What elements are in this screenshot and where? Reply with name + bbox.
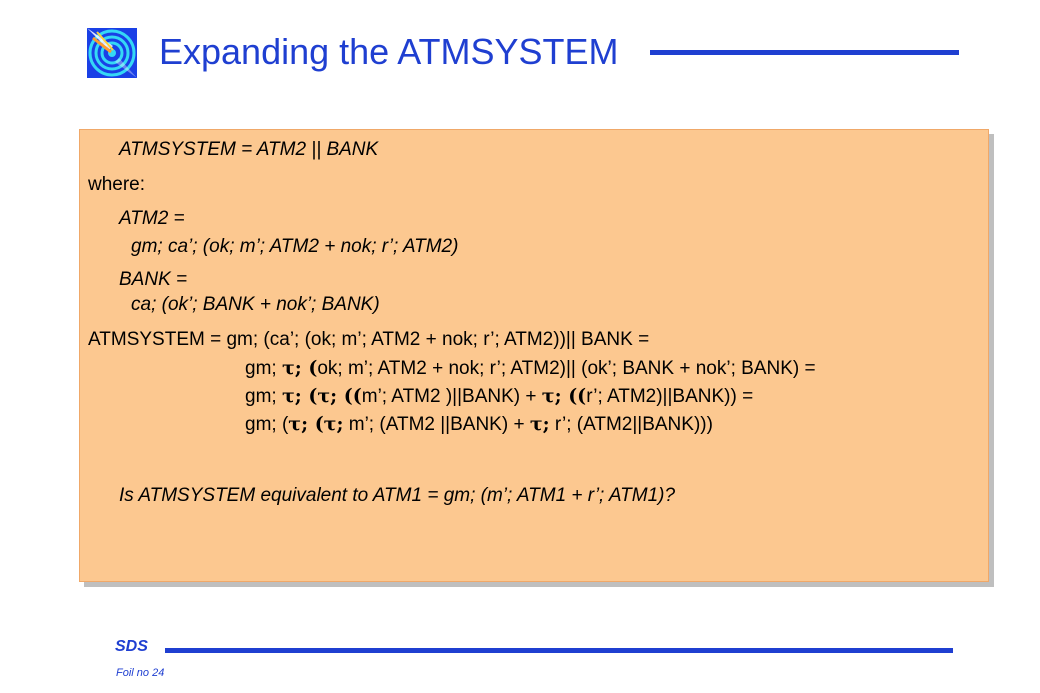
definition-atmsystem: ATMSYSTEM = ATM2 || BANK [119,139,379,160]
content-box [79,129,989,582]
footer-label: SDS [115,638,148,655]
tau-symbol: τ; ( [281,357,318,379]
bank-header: BANK = [119,269,188,290]
expansion-line-1: ATMSYSTEM = gm; (ca’; (ok; m’; ATM2 + no… [88,329,650,350]
where-label: where: [88,174,146,195]
atm2-header: ATM2 = [119,208,185,229]
expansion-line-3-c: r’; ATM2)||BANK)) = [586,386,754,407]
expansion-line-4: gm; (τ; (τ; m’; (ATM2 ||BANK) + τ; r’; (… [245,413,713,436]
equivalence-question: Is ATMSYSTEM equivalent to ATM1 = gm; (m… [119,485,676,506]
title-divider [650,50,959,55]
expansion-line-3-b: m’; ATM2 )||BANK) + [361,386,542,407]
expansion-line-3: gm; τ; (τ; ((m’; ATM2 )||BANK) + τ; ((r’… [245,385,753,408]
bank-definition: ca; (ok’; BANK + nok’; BANK) [131,294,380,315]
foil-number: Foil no 24 [116,667,165,679]
atm2-definition: gm; ca’; (ok; m’; ATM2 + nok; r’; ATM2) [131,236,459,257]
expansion-line-2-b: ok; m’; ATM2 + nok; r’; ATM2)|| (ok’; BA… [317,358,816,379]
tau-symbol: τ; (τ; [288,413,344,435]
tau-symbol: τ; (τ; (( [281,385,362,407]
tau-symbol: τ; [529,413,550,435]
target-logo-icon [87,28,137,78]
expansion-line-2-a: gm; [245,358,282,379]
expansion-line-4-c: r’; (ATM2||BANK))) [549,414,713,435]
expansion-line-2: gm; τ; (ok; m’; ATM2 + nok; r’; ATM2)|| … [245,357,816,380]
expansion-line-3-a: gm; [245,386,282,407]
tau-symbol: τ; (( [541,385,587,407]
expansion-line-4-a: gm; ( [245,414,289,435]
expansion-line-4-b: m’; (ATM2 ||BANK) + [343,414,530,435]
footer-divider [165,648,953,653]
slide-title: Expanding the ATMSYSTEM [159,31,619,72]
